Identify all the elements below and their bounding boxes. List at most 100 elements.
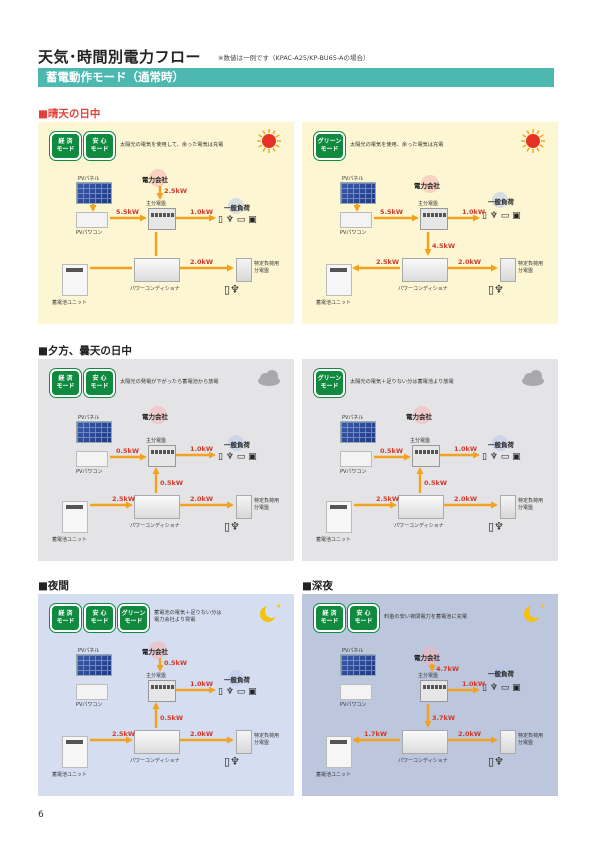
flow-arrows xyxy=(90,641,244,744)
badge-line-2: モード xyxy=(124,618,143,625)
power-conditioner-image xyxy=(398,495,444,519)
green-mode-badge: グリーンモード xyxy=(118,604,149,632)
keizai-mode-badge: 経 済モード xyxy=(50,132,81,160)
badge-text: 安 心モード xyxy=(90,138,108,154)
specific-load-label-1: 特定負荷用 xyxy=(254,733,280,739)
mode-description: 太陽光の電気を使用、余った電気は充電 xyxy=(350,142,444,148)
badge-line-2: モード xyxy=(56,383,75,390)
breaker xyxy=(171,450,174,454)
specific-load-panel-image xyxy=(500,495,516,519)
pv-down-arrow-head xyxy=(89,205,97,212)
page-title: 天気･時間別電力フロー xyxy=(38,48,202,66)
specific-load-label-1: 特定負荷用 xyxy=(518,261,544,267)
load-value: 1.0kW xyxy=(454,445,478,453)
load-value: 1.0kW xyxy=(190,208,214,216)
badge-line-1: 経 済 xyxy=(58,610,73,617)
breaker xyxy=(431,213,434,217)
specific-load-panel-image xyxy=(500,258,516,282)
battery-image xyxy=(326,736,352,768)
breaker xyxy=(419,450,422,454)
badge-text: 安 心モード xyxy=(354,610,372,626)
pv-output-value: 0.5kW xyxy=(380,447,404,455)
battery-label: 蓄電池ユニット xyxy=(52,537,88,543)
battery-label: 蓄電池ユニット xyxy=(316,537,352,543)
section-night-heading: ■夜間 xyxy=(38,580,69,592)
badge-line-2: モード xyxy=(320,146,339,153)
sun-ray xyxy=(522,134,527,138)
flow-arrows xyxy=(89,169,244,272)
pv-output-value: 0.5kW xyxy=(116,447,140,455)
pv-output-value: 5.5kW xyxy=(380,208,404,216)
utility-glow xyxy=(149,169,167,187)
cloud-puff xyxy=(530,370,542,382)
flow-arrows xyxy=(90,406,244,509)
battery-image xyxy=(62,736,88,768)
load-arrow-head xyxy=(209,451,216,459)
breaker xyxy=(155,450,158,454)
appliance-icons: ▯ ♆ ▭ ▣ xyxy=(482,211,521,221)
main-panel-label: 主分電盤 xyxy=(146,438,167,444)
utility-label: 電力会社 xyxy=(414,654,440,662)
utility-glow xyxy=(413,406,431,424)
moon-icon: ★ xyxy=(518,600,548,626)
sun-ray xyxy=(258,144,263,148)
pv-pcs-label: PVパワコン xyxy=(76,469,103,475)
sun-ray xyxy=(536,130,540,135)
badge-line-1: 経 済 xyxy=(58,138,73,145)
breaker xyxy=(155,685,158,689)
pv-to-panel-arrow-head xyxy=(412,214,419,222)
breaker xyxy=(423,685,426,689)
general-load-glow xyxy=(492,435,508,451)
sun-ray xyxy=(536,147,540,152)
appliance-icons: ▯ ♆ ▭ ▣ xyxy=(482,683,521,693)
battery-arrow-head xyxy=(352,264,359,272)
pv-panel-label: PVパネル xyxy=(342,176,364,182)
battery-label: 蓄電池ユニット xyxy=(52,772,88,778)
utility-glow xyxy=(149,641,167,659)
general-load-glow xyxy=(492,664,508,680)
sun-ray xyxy=(539,134,544,138)
mode-description: 太陽光の電気を使用して、余った電気は充電 xyxy=(120,142,224,148)
load-arrow-head xyxy=(473,214,480,222)
moon-icon: ★ xyxy=(254,600,284,626)
badge-line-1: 安 心 xyxy=(92,138,107,145)
sun-icon xyxy=(254,128,284,154)
battery-value: 1.7kW xyxy=(364,730,388,738)
battery-arrow-head xyxy=(352,736,359,744)
keizai-mode-badge: 経 済モード xyxy=(50,369,81,397)
sun-ray xyxy=(262,130,266,135)
breaker xyxy=(435,685,438,689)
pv-pcs-image xyxy=(76,451,108,467)
power-conditioner-label: パワーコンディショナ xyxy=(130,758,180,764)
utility-label: 電力会社 xyxy=(142,648,168,656)
anshin-mode-badge: 安 心モード xyxy=(84,604,115,632)
badge-line-1: 経 済 xyxy=(58,375,73,382)
sun-ray xyxy=(522,144,527,148)
appliance-icons: ▯ ♆ ▭ ▣ xyxy=(218,687,257,697)
load-arrow-head xyxy=(473,451,480,459)
pv-cells xyxy=(77,655,111,675)
breaker xyxy=(163,685,166,689)
specific-arrow-head xyxy=(491,501,498,509)
breaker xyxy=(159,213,162,217)
flow-arrows xyxy=(352,647,508,744)
main-panel-image xyxy=(148,208,176,230)
pv-pcs-label: PVパワコン xyxy=(340,469,367,475)
battery-image xyxy=(326,501,352,533)
page-number: 6 xyxy=(38,810,44,820)
pv-pcs-image xyxy=(340,684,372,700)
keizai-mode-badge: 経 済モード xyxy=(50,604,81,632)
pcs-value: 4.5kW xyxy=(432,242,456,250)
breaker xyxy=(427,450,430,454)
breaker xyxy=(431,685,434,689)
section-midnight-heading: ■深夜 xyxy=(302,580,333,592)
weather-svg xyxy=(521,129,545,153)
flow-arrows xyxy=(352,175,508,272)
pv-panel-label: PVパネル xyxy=(78,415,100,421)
sun-ray xyxy=(275,144,280,148)
battery-label: 蓄電池ユニット xyxy=(316,300,352,306)
breaker xyxy=(431,450,434,454)
main-panel-image xyxy=(148,445,176,467)
breaker xyxy=(167,450,170,454)
